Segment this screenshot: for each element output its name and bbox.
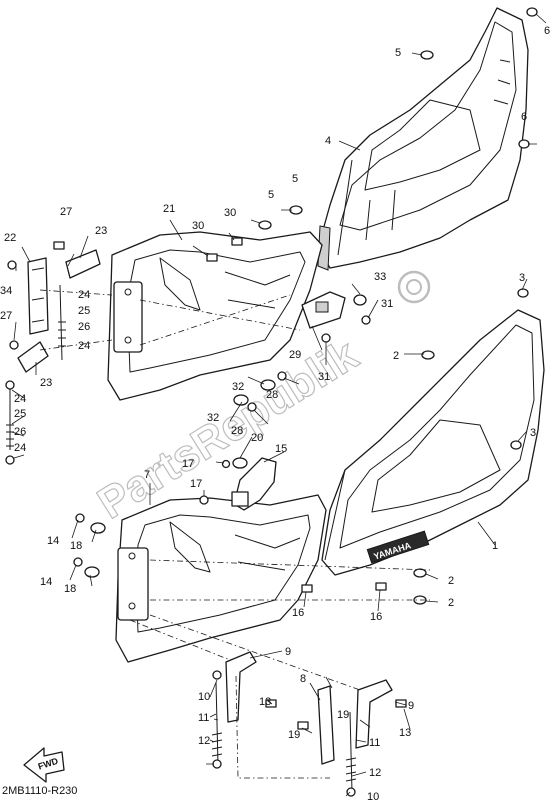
callout-14: 14 <box>40 576 52 588</box>
callout-18: 18 <box>64 583 76 595</box>
callout-24: 24 <box>14 393 26 405</box>
callout-1: 1 <box>492 540 498 552</box>
callout-24: 24 <box>78 289 90 301</box>
callout-32: 32 <box>232 381 244 393</box>
callout-20: 20 <box>251 432 263 444</box>
callout-2: 2 <box>448 597 454 609</box>
callout-26: 26 <box>78 321 90 333</box>
callout-19: 19 <box>337 709 349 721</box>
callout-3: 3 <box>519 272 525 284</box>
callout-27: 27 <box>0 310 12 322</box>
callout-6: 6 <box>521 111 527 123</box>
callout-28: 28 <box>231 425 243 437</box>
callout-23: 23 <box>40 377 52 389</box>
callout-11: 11 <box>198 712 209 724</box>
callout-25: 25 <box>78 305 90 317</box>
callout-2: 2 <box>393 350 399 362</box>
callout-3: 3 <box>530 427 536 439</box>
callout-24: 24 <box>14 442 26 454</box>
callout-11: 11 <box>369 737 380 749</box>
callout-12: 12 <box>198 735 210 747</box>
callout-25: 25 <box>14 408 26 420</box>
callout-27: 27 <box>60 206 72 218</box>
latch-bracket <box>199 457 277 511</box>
callout-26: 26 <box>14 426 26 438</box>
callout-7: 7 <box>144 469 150 481</box>
callout-12: 12 <box>369 767 381 779</box>
callout-17: 17 <box>182 458 194 470</box>
callout-28: 28 <box>266 389 278 401</box>
diagram-code: 2MB1110-R230 <box>2 785 78 797</box>
lower-door-frame <box>115 494 327 663</box>
callout-32: 32 <box>207 412 219 424</box>
callout-10: 10 <box>198 691 210 703</box>
callout-8: 8 <box>300 673 306 685</box>
callout-30: 30 <box>192 220 204 232</box>
callout-34: 34 <box>0 285 12 297</box>
callout-5: 5 <box>292 173 298 185</box>
callout-31: 31 <box>381 298 393 310</box>
callout-5: 5 <box>395 47 401 59</box>
callout-29: 29 <box>289 349 301 361</box>
callout-9: 9 <box>285 646 291 658</box>
callout-21: 21 <box>163 203 175 215</box>
callout-24: 24 <box>78 340 90 352</box>
callout-19: 19 <box>288 729 300 741</box>
callout-13: 13 <box>259 696 271 708</box>
leader-lines <box>11 13 547 797</box>
lower-hinges <box>211 651 393 797</box>
callout-9: 9 <box>408 700 414 712</box>
callout-30: 30 <box>224 207 236 219</box>
callout-16: 16 <box>292 607 304 619</box>
upper-latch <box>301 291 371 343</box>
gear-logo-icon <box>397 270 431 304</box>
callout-22: 22 <box>4 232 16 244</box>
callout-10: 10 <box>367 791 379 800</box>
callout-4: 4 <box>325 135 331 147</box>
callout-18: 18 <box>70 540 82 552</box>
callout-23: 23 <box>95 225 107 237</box>
upper-hinges <box>5 249 101 465</box>
callout-2: 2 <box>448 575 454 587</box>
upper-side-panel <box>317 7 529 271</box>
callout-31: 31 <box>318 371 330 383</box>
callout-6: 6 <box>544 25 550 37</box>
callout-5: 5 <box>268 189 274 201</box>
callout-15: 15 <box>275 443 287 455</box>
callout-13: 13 <box>399 727 411 739</box>
callout-numbers: 1 2 2 2 3 3 4 5 5 5 6 6 7 8 9 9 10 10 11… <box>0 25 550 800</box>
callout-14: 14 <box>47 535 59 547</box>
upper-door-frame <box>107 231 323 401</box>
lower-side-panel: YAMAHA <box>321 309 545 576</box>
callout-17: 17 <box>190 478 202 490</box>
callout-16: 16 <box>370 611 382 623</box>
callout-33: 33 <box>374 271 386 283</box>
fwd-arrow-icon: FWD <box>23 747 65 783</box>
assembly-lines <box>39 289 431 779</box>
